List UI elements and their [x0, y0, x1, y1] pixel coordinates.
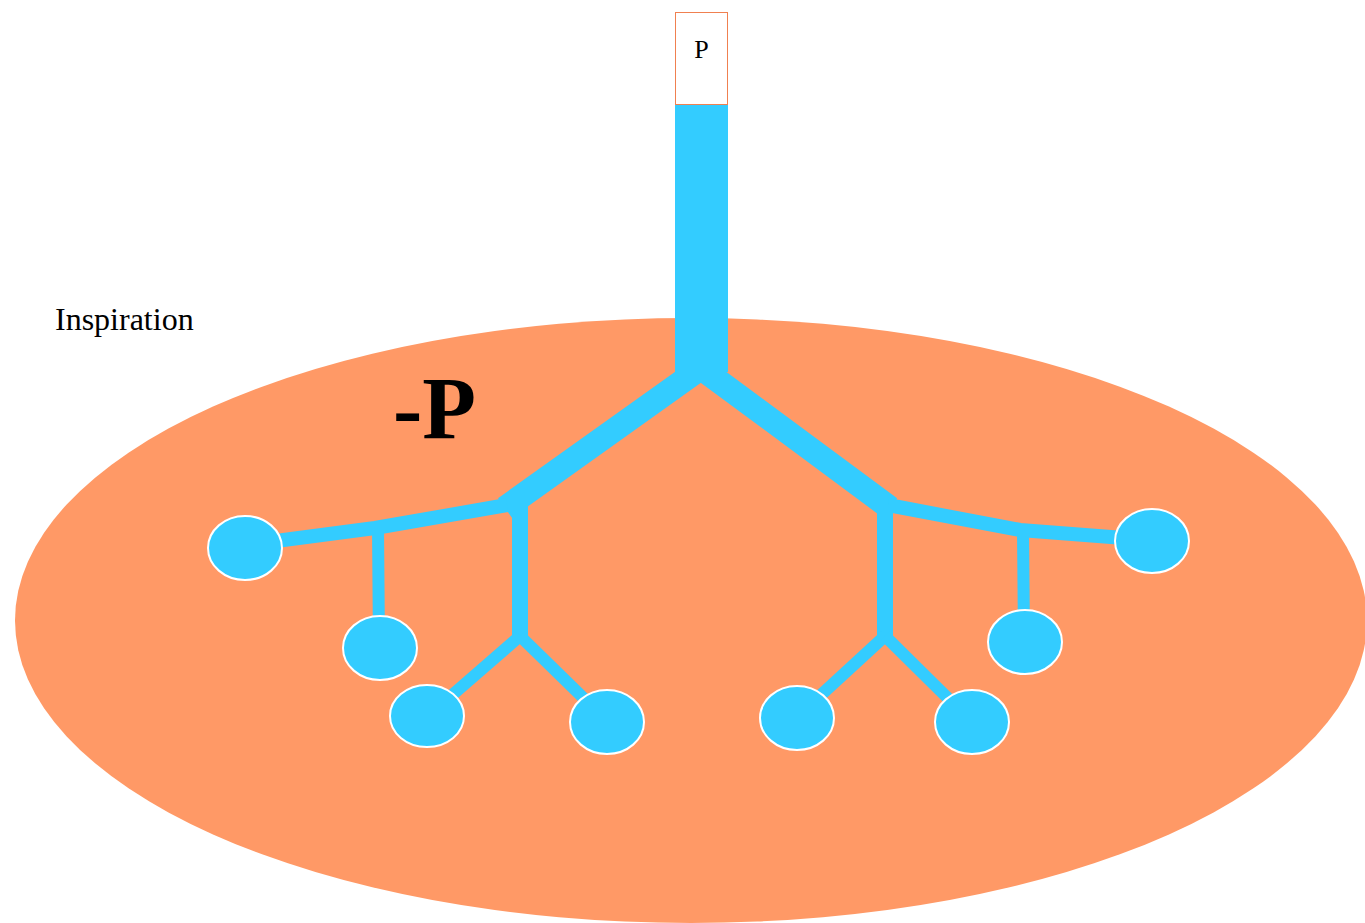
lung-shape — [15, 318, 1365, 923]
phase-label: Inspiration — [55, 300, 194, 338]
pressure-label: -P — [393, 365, 476, 453]
lung-outline — [15, 318, 1365, 923]
airway-opening-box: P — [675, 12, 728, 105]
pressure-label: P — [694, 37, 708, 63]
lung-region: -P — [15, 318, 1365, 923]
